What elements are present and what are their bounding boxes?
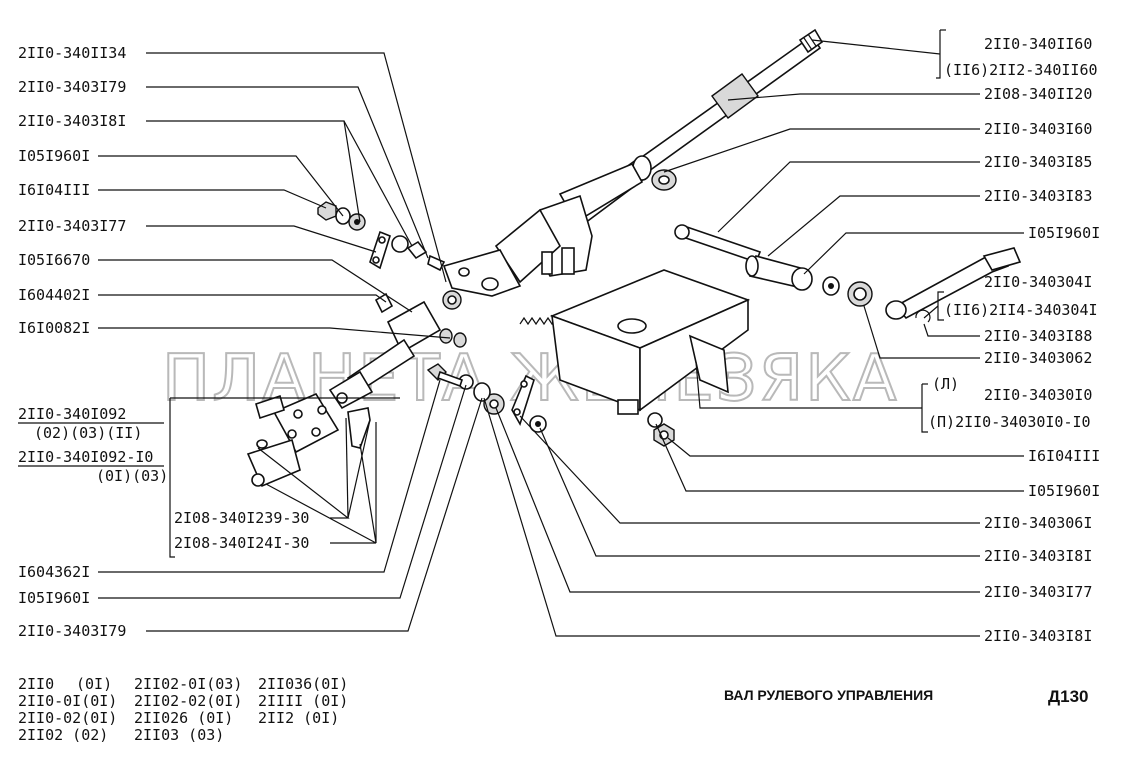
- label-part-right: 2II0-3403062: [984, 349, 1092, 367]
- label-part-center: 2I08-340I24I-30: [174, 534, 309, 552]
- label-part-right: 2I08-340II20: [984, 85, 1092, 103]
- label-part-right: 2II0-3403I8I: [984, 627, 1092, 645]
- label-part-left: 2II0-3403I77: [18, 217, 126, 235]
- label-part-right: 2II0-340II60: [984, 35, 1092, 53]
- assembly-variants-1: (02)(03)(II): [34, 424, 142, 442]
- diagram-title: ВАЛ РУЛЕВОГО УПРАВЛЕНИЯ: [724, 687, 933, 703]
- label-part-right: 2II0-3403I77: [984, 583, 1092, 601]
- model-cell: 2II02 (02): [18, 726, 108, 744]
- left-labels: 2II0-340II34 2II0-3403I79 2II0-3403I8I I…: [18, 44, 126, 337]
- label-part-left: I05I960I: [18, 147, 90, 165]
- lower-yoke: [246, 438, 301, 488]
- assembly-code-1: 2II0-340I092: [18, 405, 126, 423]
- spring: [519, 316, 557, 326]
- assembly-label: 2II0-340I092 (02)(03)(II) 2II0-340I092-I…: [18, 405, 168, 485]
- label-part-right: 2II0-3403I8I: [984, 547, 1092, 565]
- bracket-lower: [549, 269, 751, 415]
- label-part-right: 2II0-3403I60: [984, 120, 1092, 138]
- washer-upper: [391, 235, 409, 253]
- label-part-right: (II6)2II4-340304I: [944, 301, 1098, 319]
- model-applicability-table: 2II0 (0I) 2II02-0I(03) 2II036(0I) 2II0-0…: [18, 675, 348, 744]
- label-part-right: (П)2II0-34030I0-I0: [928, 413, 1091, 431]
- model-cell: 2IIII (0I): [258, 692, 348, 710]
- model-cell: 2II0-02(0I): [18, 709, 117, 727]
- cardan-joint: [328, 292, 467, 410]
- label-part-right: 2II0-34030I0: [984, 386, 1092, 404]
- label-part-left: I05I960I: [18, 589, 90, 607]
- assembly-variants-2: (0I)(03): [96, 467, 168, 485]
- label-part-left: I05I6670: [18, 251, 90, 269]
- flange-joint: [255, 392, 371, 454]
- label-part-right: 2II0-3403I85: [984, 153, 1092, 171]
- label-part-left: I6I04III: [18, 181, 90, 199]
- bushing-middle: [483, 393, 505, 415]
- label-part-left: 2II0-340II34: [18, 44, 126, 62]
- label-part-right: 2II0-3403I88: [984, 327, 1092, 345]
- model-cell: 2II2 (0I): [258, 709, 339, 727]
- model-cell: 2II0-0I(0I): [18, 692, 117, 710]
- label-part-right: (Л): [932, 375, 959, 393]
- bolt-left-middle: [426, 363, 464, 388]
- label-part-right: I6I04III: [1028, 447, 1100, 465]
- spacer-sleeve: [745, 255, 813, 291]
- label-part-left: I604362I: [18, 563, 90, 581]
- label-part-right: 2II0-3403I83: [984, 187, 1092, 205]
- washer-middle: [529, 415, 547, 433]
- steering-column-tube: [442, 162, 644, 297]
- steering-shaft-upper: [630, 28, 824, 178]
- stud-plate-upper: [369, 230, 391, 270]
- label-part-right: 2II0-340304I: [984, 273, 1092, 291]
- spacer-middle: [473, 382, 491, 402]
- model-cell: 2II036(0I): [258, 675, 348, 693]
- assembly-code-2: 2II0-340I092-I0: [18, 448, 153, 466]
- adjustment-lever: [885, 247, 1022, 320]
- model-cell: (0I): [76, 675, 112, 693]
- model-cell: 2II03 (03): [134, 726, 224, 744]
- washer-right: [822, 276, 840, 296]
- bushing-top: [651, 169, 677, 191]
- bushing-column: [442, 290, 462, 310]
- model-cell: 2II02-0I(03): [134, 675, 242, 693]
- model-cell: 2II0: [18, 675, 54, 693]
- label-part-left: I6I0082I: [18, 319, 90, 337]
- washer-right-lower: [647, 412, 663, 428]
- center-labels: 2I08-340I239-30 2I08-340I24I-30: [174, 509, 309, 552]
- screw-upper: [427, 254, 446, 272]
- bolt-long: [674, 224, 762, 264]
- label-part-left: 2II0-3403I79: [18, 78, 126, 96]
- label-part-right: I05I960I: [1028, 482, 1100, 500]
- leader-lines: [98, 29, 1024, 637]
- label-part-right: I05I960I: [1028, 224, 1100, 242]
- stud-plate-middle: [511, 374, 535, 426]
- label-part-right: (II6)2II2-340II60: [944, 61, 1098, 79]
- page-code: Д130: [1048, 687, 1088, 706]
- label-part-left: 2II0-3403I8I: [18, 112, 126, 130]
- label-part-left: 2II0-3403I79: [18, 622, 126, 640]
- model-cell: 2II02-02(0I): [134, 692, 242, 710]
- label-part-center: 2I08-340I239-30: [174, 509, 309, 527]
- splined-bushing: [847, 281, 873, 307]
- left-bottom-labels: I604362I I05I960I 2II0-3403I79: [18, 563, 126, 640]
- retaining-ring: [915, 309, 931, 323]
- right-labels: 2II0-340II60 (II6)2II2-340II60 2I08-340I…: [928, 35, 1100, 645]
- label-part-left: I604402I: [18, 286, 90, 304]
- model-cell: 2II026 (0I): [134, 709, 233, 727]
- label-part-right: 2II0-340306I: [984, 514, 1092, 532]
